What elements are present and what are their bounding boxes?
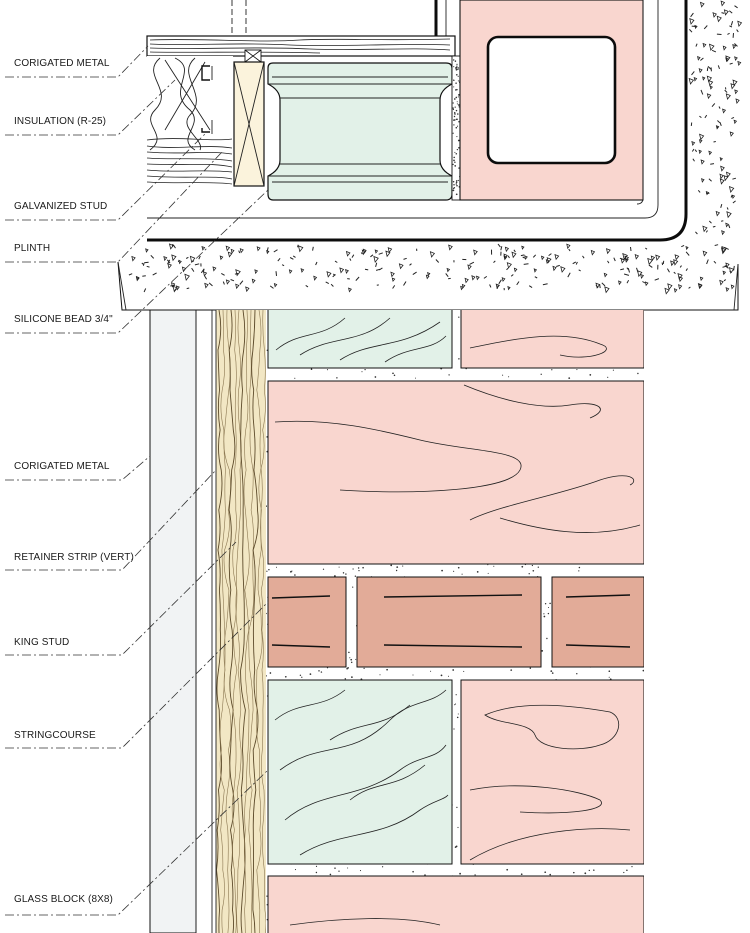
wood-nailer-vertical (233, 61, 265, 187)
label-king-stud: KING STUD (14, 637, 69, 648)
label-stringcourse: STRINGCOURSE (14, 730, 96, 741)
leader-lines (5, 45, 269, 916)
window-frame-edge (268, 0, 438, 42)
label-silicone-bead: SILICONE BEAD 3/4" (14, 314, 113, 325)
label-glass-block: GLASS BLOCK (8X8) (14, 894, 113, 905)
insulation-batt (147, 56, 233, 186)
concrete-aggregate-right (688, 0, 743, 250)
hidden-jamb-lines (231, 0, 247, 40)
king-stud-wood (216, 310, 268, 933)
glass-block-plan (267, 62, 453, 201)
slab-edge-heavy (147, 0, 688, 242)
veneer-courses (267, 310, 644, 933)
label-plinth: PLINTH (14, 243, 50, 254)
upper-section (117, 0, 743, 311)
brick (460, 310, 644, 369)
wood-blocking-top (146, 35, 456, 57)
brick-plan (459, 0, 644, 201)
glass-block (267, 679, 453, 865)
label-retainer-strip: RETAINER STRIP (VERT) (14, 552, 134, 563)
stringcourse-brick (551, 576, 644, 668)
label-corrugated-metal-top: CORIGATED METAL (14, 58, 110, 69)
surface-texture (271, 317, 641, 926)
stringcourse-brick (267, 576, 347, 668)
flashing-outline (147, 0, 659, 219)
galvanized-stud-profile (201, 65, 210, 133)
callout-labels: CORIGATED METAL INSULATION (R-25) GALVAN… (14, 58, 134, 905)
label-corrugated-metal-bottom: CORIGATED METAL (14, 461, 110, 472)
corrugated-metal-panel (149, 309, 197, 933)
wood-sill-plate (146, 138, 233, 185)
brick-edge-line (636, 0, 644, 205)
stringcourse-brick (356, 576, 542, 668)
brick (460, 679, 644, 865)
plinth-slab (117, 243, 739, 311)
label-insulation: INSULATION (R-25) (14, 116, 106, 127)
concrete-aggregate-band (128, 243, 735, 295)
label-galvanized-stud: GALVANIZED STUD (14, 201, 107, 212)
brick (267, 380, 644, 565)
lower-elevation (149, 309, 644, 933)
brick (267, 875, 644, 933)
glass-block (267, 310, 453, 369)
